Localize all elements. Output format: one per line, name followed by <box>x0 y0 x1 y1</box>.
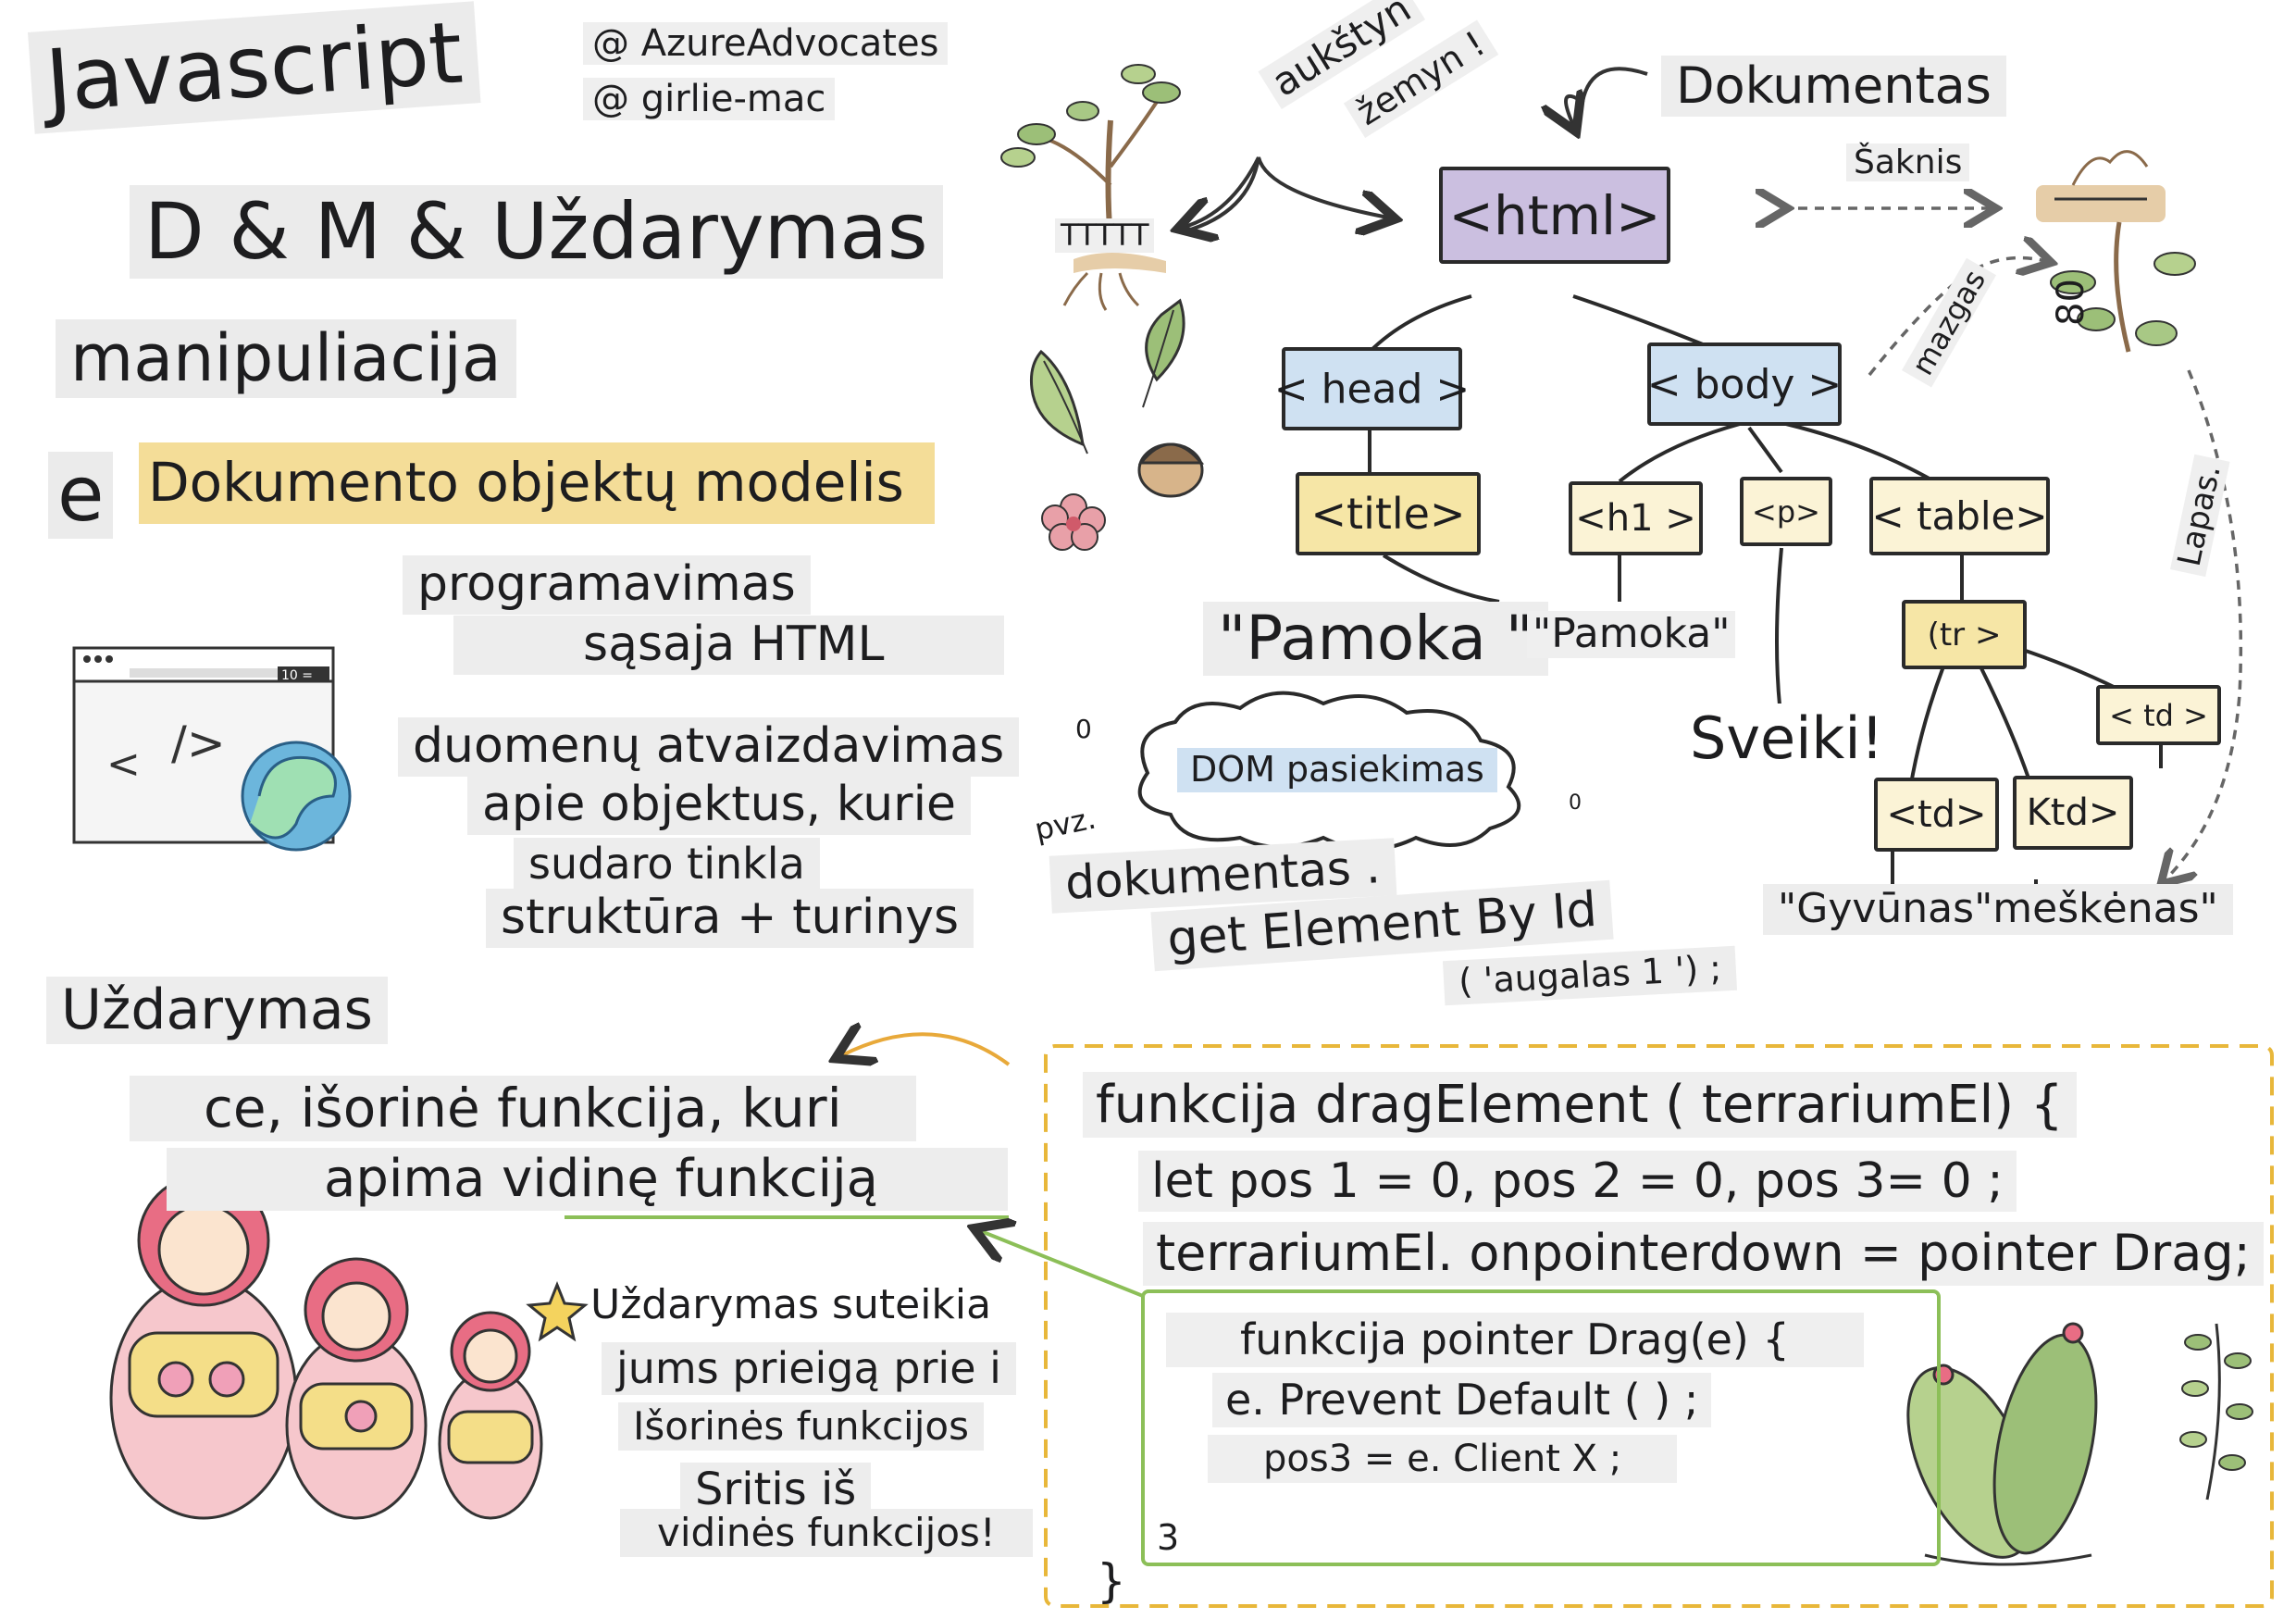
node-table: < table> <box>1869 477 2050 555</box>
flower-icon <box>1041 493 1106 551</box>
node-td: <td> <box>1874 778 1999 852</box>
document-label: Dokumentas <box>1661 56 2006 118</box>
dom-info-line: struktūra + turinys <box>486 889 974 948</box>
node-body: < body > <box>1647 342 1842 426</box>
up-down-arrow-icon <box>1185 156 1388 231</box>
node-arrow-icon <box>1868 258 2045 377</box>
closure-arrow-icon <box>842 1034 1011 1065</box>
dom-info-line: duomenų atvaizdavimas <box>398 717 1020 777</box>
dom-info-line: programavimas <box>403 555 811 615</box>
code-box-outline <box>1044 1044 2274 1608</box>
closure-definition: apima vidinę funkciją <box>167 1148 1008 1212</box>
inner-code-line: e. Prevent Default ( ) ; <box>1212 1373 1712 1428</box>
text-node-title: "Pamoka " <box>1203 602 1549 676</box>
leaf-arrow-icon <box>2166 369 2243 879</box>
closure-definition: ce, išorinė funkcija, kuri <box>130 1076 916 1141</box>
closure-note: Išorinės funkcijos <box>618 1402 984 1451</box>
dom-info-line: sudaro tinkla <box>514 838 820 890</box>
leaf-icon <box>1030 298 1185 455</box>
inner-code-close: 3 <box>1157 1517 1180 1558</box>
star-icon <box>526 1280 589 1342</box>
closure-title: Uždarymas <box>46 977 388 1044</box>
node-title: <title> <box>1296 472 1481 555</box>
closure-note: Uždarymas suteikia <box>590 1281 992 1328</box>
tree-icon <box>1000 64 1181 311</box>
code-close-brace: } <box>1097 1554 1126 1608</box>
fern-icon <box>2179 1323 2253 1501</box>
code-line: terrariumEl. onpointerdown = pointer Dra… <box>1143 1222 2264 1286</box>
browser-logo-icon <box>241 741 352 852</box>
node-tr: (tr > <box>1902 600 2027 669</box>
dom-manipulation-label: manipuliacija <box>56 319 516 398</box>
closure-note: Sritis iš <box>680 1463 872 1518</box>
dom-full-name: Dokumento objektų modelis <box>148 451 904 514</box>
node-html: <html> <box>1439 167 1670 264</box>
acorn-icon <box>1137 442 1205 498</box>
node-p: <p> <box>1740 477 1832 546</box>
node-h1: <h1 > <box>1569 481 1703 555</box>
page-subtitle: D & M & Uždarymas <box>130 185 943 279</box>
text-node-p: Sveiki! <box>1675 704 1899 774</box>
code-line: funkcija dragElement ( terrariumEl) { <box>1083 1072 2077 1139</box>
zero-mark: 0 <box>1569 791 1582 815</box>
dom-info-line: sąsaja HTML <box>453 616 1005 675</box>
text-node-h1: "Pamoka" <box>1527 610 1736 658</box>
tree-sign-label: TTTTT <box>1055 218 1155 253</box>
letter-e: e <box>48 451 114 540</box>
green-arrow-icon <box>981 1231 1144 1298</box>
root-label: Šaknis <box>1846 143 1970 182</box>
handle-girlie: @ girlie-mac <box>583 78 836 120</box>
node-td: < td > <box>2096 685 2221 745</box>
cloud-label: DOM pasiekimas <box>1177 748 1497 792</box>
closure-note: jums prieigą prie i <box>602 1342 1016 1395</box>
svg-text:/>: /> <box>171 716 226 770</box>
node-td: Ktd> <box>2013 776 2133 850</box>
handle-azure: @ AzureAdvocates <box>583 22 949 65</box>
plant-number: 80 <box>2050 279 2092 326</box>
nesting-dolls-icon <box>109 1174 543 1520</box>
cactus-icon <box>1906 1322 2098 1566</box>
inner-code-line: pos3 = e. Client X ; <box>1208 1435 1678 1483</box>
node-head: < head > <box>1274 347 1470 430</box>
closure-note: vidinės funkcijos! <box>620 1509 1033 1558</box>
code-line: let pos 1 = 0, pos 2 = 0, pos 3= 0 ; <box>1138 1151 2017 1213</box>
dom-info-line: apie objektus, kurie <box>467 776 972 835</box>
svg-text:10 =: 10 = <box>281 668 313 683</box>
document-arrow-icon <box>1566 67 1648 125</box>
plant-icon <box>2036 150 2196 353</box>
text-node-td: "Gyvūnas"meškėnas" <box>1763 884 2233 935</box>
dom-highlight <box>139 442 935 524</box>
inner-function-outline <box>1141 1289 1941 1566</box>
inner-code-line: funkcija pointer Drag(e) { <box>1166 1313 1864 1368</box>
zero-mark: 0 <box>1075 714 1092 744</box>
svg-text:<: < <box>106 741 141 788</box>
